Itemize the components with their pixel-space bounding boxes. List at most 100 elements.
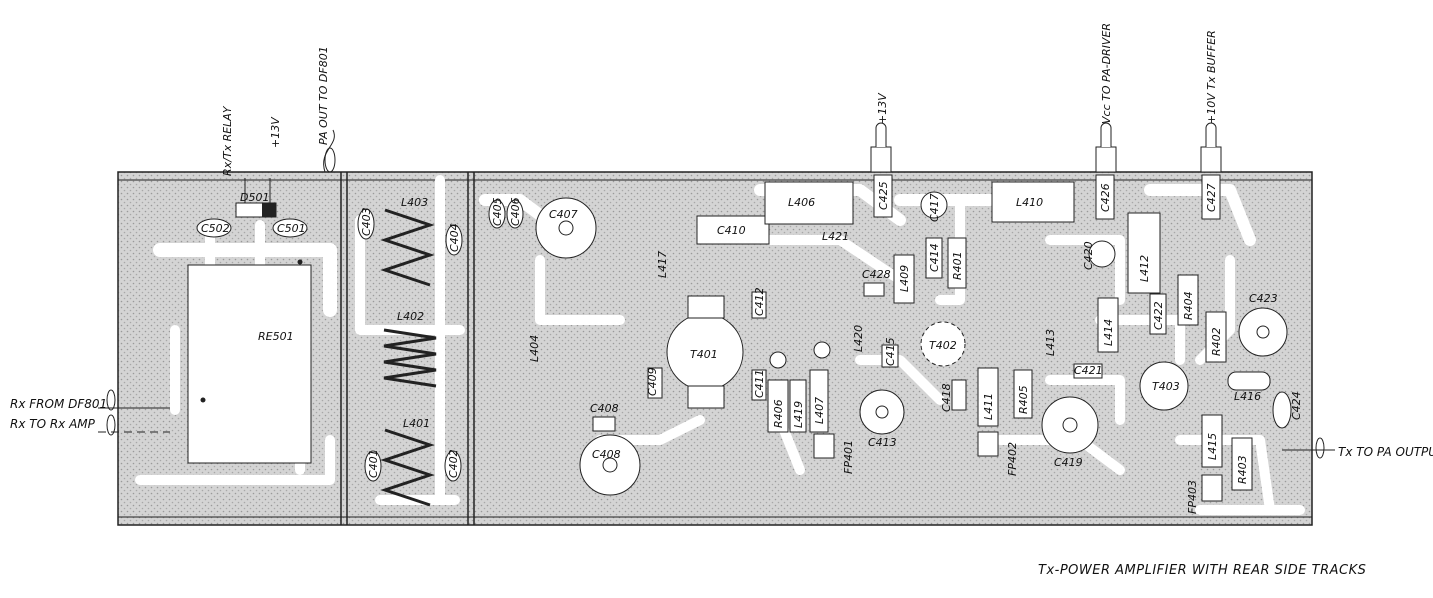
cap-c408-smd — [592, 416, 616, 432]
resistor-r403 — [1231, 437, 1253, 491]
ref-c408: C408 — [592, 448, 621, 461]
ref-l407: L407 — [813, 397, 826, 424]
ref-l415: L415 — [1206, 433, 1219, 460]
ref-l421: L421 — [822, 230, 849, 243]
ref-c409: C409 — [646, 367, 659, 396]
ref-c405: C405 — [491, 197, 504, 226]
figure-title: Tx-POWER AMPLIFIER WITH REAR SIDE TRACKS — [1038, 563, 1366, 578]
ref-fp402: FP402 — [1006, 442, 1019, 476]
ref-c426: C426 — [1099, 183, 1112, 212]
relay-section — [187, 202, 312, 464]
transistor-t402 — [920, 321, 966, 367]
coil-l419 — [789, 379, 807, 433]
amplifier-section — [488, 174, 1292, 502]
ref-t403: T403 — [1152, 380, 1180, 393]
ref-l420: L420 — [852, 325, 865, 352]
cap-c409 — [647, 367, 663, 399]
ref-l411: L411 — [982, 393, 995, 420]
ref-r402: R402 — [1210, 327, 1223, 356]
ref-c412: C412 — [753, 287, 766, 316]
coil-l416 — [1227, 371, 1271, 391]
ref-c421: C421 — [1074, 364, 1103, 377]
ref-r403: R403 — [1236, 455, 1249, 484]
coil-l411 — [977, 367, 999, 427]
label-vcc-pa-driver: Vcc TO PA-DRIVER — [1100, 23, 1113, 124]
signal-labels: Rx/Tx RELAY +13V PA OUT TO DF801 +13V Vc… — [10, 23, 1433, 578]
ref-c402: C402 — [447, 449, 460, 478]
pad-2 — [813, 341, 831, 359]
ref-c406: C406 — [509, 197, 522, 226]
tx-out-grommet — [1315, 437, 1325, 459]
feedthrough-10v — [1200, 146, 1222, 173]
coil-l407 — [809, 369, 829, 433]
coil-l406 — [764, 181, 854, 225]
feedthrough-13v-pin — [875, 122, 887, 147]
feedthrough-10v-pin — [1205, 122, 1217, 147]
ref-c417: C417 — [928, 193, 941, 222]
relay-re501 — [187, 264, 312, 464]
ref-c501: C501 — [277, 222, 306, 235]
ref-c411: C411 — [753, 369, 766, 398]
cap-c410 — [696, 215, 770, 245]
coil-l414 — [1097, 297, 1119, 353]
pa-out-grommet — [324, 147, 336, 173]
cap-c406 — [506, 199, 524, 229]
resistor-r406 — [767, 379, 789, 433]
cap-c412 — [751, 291, 767, 319]
feedthrough-vcc-pin — [1100, 122, 1112, 147]
label-rx-tx-relay: Rx/Tx RELAY — [221, 105, 234, 176]
cap-c405 — [488, 199, 506, 229]
ref-t401: T401 — [690, 348, 718, 361]
ref-l403: L403 — [401, 196, 428, 209]
ferrite-fp403 — [1201, 474, 1223, 502]
ref-c419: C419 — [1054, 456, 1083, 469]
ref-r405: R405 — [1017, 385, 1030, 414]
ref-c408-smd: C408 — [590, 402, 619, 415]
ref-c420: C420 — [1082, 241, 1095, 270]
ref-l401: L401 — [403, 417, 430, 430]
ref-c418: C418 — [940, 383, 953, 412]
ref-c422: C422 — [1152, 301, 1165, 330]
ref-c404: C404 — [448, 223, 461, 252]
ref-l412: L412 — [1138, 255, 1151, 282]
ref-l419: L419 — [792, 401, 805, 428]
cap-c420 — [1088, 240, 1116, 268]
ref-l404: L404 — [528, 335, 541, 362]
label-rx-to: Rx TO Rx AMP — [10, 417, 96, 431]
component-labels: D501 C502 C501 RE501 L403 L402 L401 C403… — [201, 181, 1303, 514]
label-13v-relay: +13V — [269, 116, 282, 148]
ref-l410: L410 — [1016, 196, 1043, 209]
cap-c411 — [751, 369, 767, 401]
trimmer-c407-screw — [558, 220, 574, 236]
ref-c401: C401 — [367, 449, 380, 478]
label-pa-out: PA OUT TO DF801 — [317, 46, 330, 145]
ref-l416: L416 — [1234, 390, 1261, 403]
trimmer-c408-screw — [602, 457, 618, 473]
cap-c404 — [445, 224, 463, 256]
label-tx-to-pa: Tx TO PA OUTPUT — [1338, 445, 1433, 459]
ferrite-fp402 — [977, 431, 999, 457]
cap-c424 — [1272, 391, 1292, 429]
cap-c417 — [920, 191, 948, 219]
cap-c414 — [925, 237, 943, 279]
ref-r401: R401 — [951, 251, 964, 280]
ref-l413: L413 — [1044, 329, 1057, 356]
diode-d501-band — [262, 203, 276, 217]
label-rx-from: Rx FROM DF801 — [10, 397, 107, 411]
ref-c410: C410 — [717, 224, 746, 237]
coil-section — [357, 208, 463, 507]
resistor-r405 — [1013, 369, 1033, 419]
side-connections — [98, 389, 1335, 459]
cap-c418 — [951, 379, 967, 411]
ref-l406: L406 — [788, 196, 815, 209]
label-10v-buffer: +10V Tx BUFFER — [1205, 30, 1218, 124]
coil-l403 — [380, 208, 435, 287]
ref-c424: C424 — [1290, 391, 1303, 420]
ref-l409: L409 — [898, 265, 911, 292]
cap-c426 — [1095, 174, 1115, 220]
coil-l402 — [383, 328, 437, 388]
rx-to-grommet — [106, 414, 116, 436]
ref-l402: L402 — [397, 310, 424, 323]
ref-fp403: FP403 — [1186, 480, 1199, 514]
